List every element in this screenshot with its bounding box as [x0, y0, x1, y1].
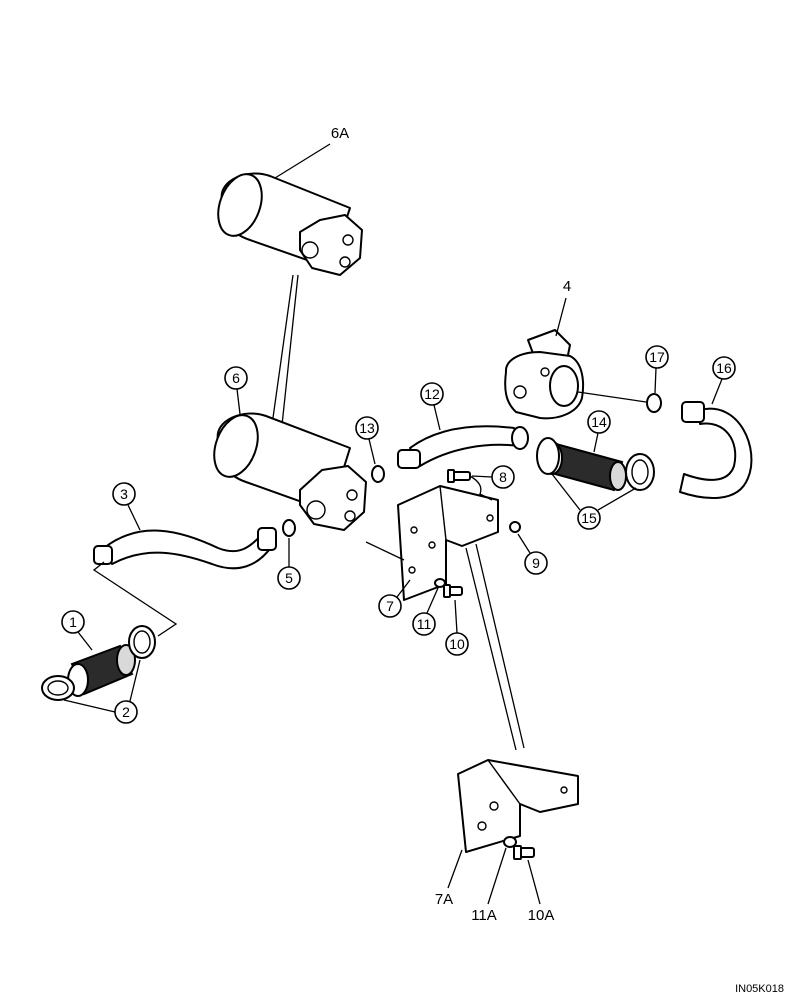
washer-11a — [503, 836, 517, 848]
o-ring-5 — [282, 519, 296, 537]
callout-1-bubble — [61, 610, 85, 634]
callout-2: 2 — [122, 704, 130, 720]
hose-16 — [679, 401, 753, 500]
filter-6a — [217, 172, 363, 276]
bracket-7a — [457, 759, 579, 853]
hose-3 — [93, 527, 277, 570]
callout-10: 10 — [449, 636, 465, 652]
callout-12-bubble — [420, 382, 444, 406]
callout-3-bubble — [112, 482, 136, 506]
drawing-code: IN05K018 — [735, 983, 784, 995]
clamp-2b — [41, 675, 75, 701]
callout-12: 12 — [424, 386, 440, 402]
callout-8: 8 — [499, 469, 507, 485]
leader-6a-to-6 — [271, 274, 299, 426]
callout-1: 1 — [69, 614, 77, 630]
callout-13: 13 — [359, 420, 375, 436]
callout-9: 9 — [532, 555, 540, 571]
bolt-10a — [513, 845, 535, 860]
bolt-10 — [443, 584, 463, 598]
nut-9 — [509, 521, 521, 533]
pump-4 — [504, 329, 585, 420]
callout-7-bubble — [378, 594, 402, 618]
bracket-7 — [397, 485, 499, 601]
filter-6 — [213, 412, 367, 531]
leader-hose3-to-clamp — [92, 561, 178, 637]
callout-5: 5 — [285, 570, 293, 586]
callout-9-bubble — [524, 551, 548, 575]
callout-14-bubble — [587, 410, 611, 434]
callout-3: 3 — [120, 486, 128, 502]
washer-11 — [434, 578, 446, 588]
callout-7a: 7A — [435, 891, 453, 908]
callout-17: 17 — [649, 349, 665, 365]
callout-11a: 11A — [471, 907, 497, 924]
callout-7: 7 — [386, 598, 394, 614]
callout-6: 6 — [232, 370, 240, 386]
clamp-15a — [536, 437, 560, 475]
callout-4: 4 — [563, 278, 571, 295]
callout-13-bubble — [355, 416, 379, 440]
o-ring-13 — [371, 465, 385, 483]
callout-17-bubble — [645, 345, 669, 369]
callout-15-bubble — [577, 506, 601, 530]
clamp-2a — [128, 625, 156, 659]
sleeve-1 — [67, 644, 136, 697]
o-ring-17 — [646, 393, 662, 413]
bolt-8 — [447, 469, 471, 483]
callout-6-bubble — [224, 366, 248, 390]
callout-6a: 6A — [331, 125, 349, 142]
callout-15: 15 — [581, 510, 597, 526]
callout-11-bubble — [412, 612, 436, 636]
callout-10a: 10A — [528, 907, 555, 924]
callout-16: 16 — [716, 360, 732, 376]
callout-11: 11 — [417, 616, 432, 632]
clamp-15b — [625, 453, 655, 491]
hose-12 — [397, 425, 529, 469]
callout-14: 14 — [591, 414, 607, 430]
callout-16-bubble — [712, 356, 736, 380]
